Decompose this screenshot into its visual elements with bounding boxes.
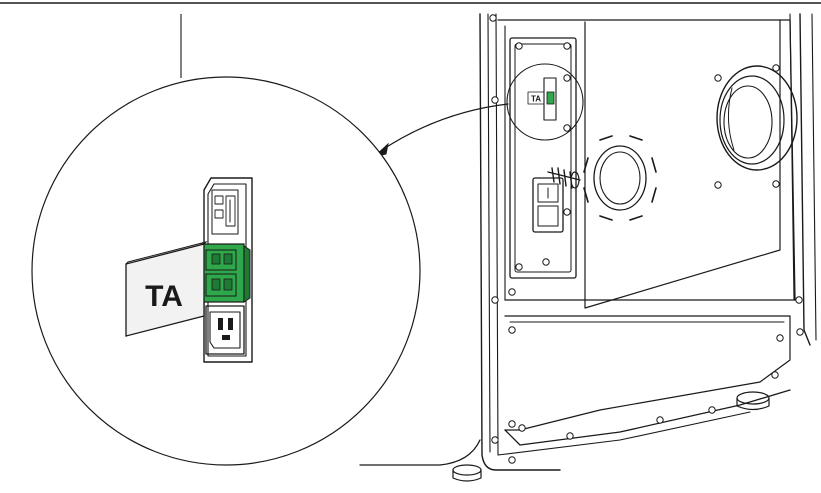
machine-power-socket-icon	[532, 177, 564, 233]
ta-label-card: TA	[125, 241, 208, 337]
machine-connector-icon: TA	[527, 77, 557, 121]
spring-bolt-icon	[547, 167, 581, 189]
green-connector-icon	[201, 243, 251, 303]
power-socket-icon	[205, 305, 245, 355]
grommet-icon	[583, 135, 657, 221]
screw-icons	[489, 14, 804, 464]
machine-body: TA	[359, 13, 817, 482]
highlight-circle	[506, 63, 584, 141]
ta-label: TA	[145, 280, 183, 313]
machine-panel-label: TA	[531, 95, 541, 104]
magnifier-callout: TA	[31, 14, 421, 466]
connector-block	[201, 177, 253, 363]
